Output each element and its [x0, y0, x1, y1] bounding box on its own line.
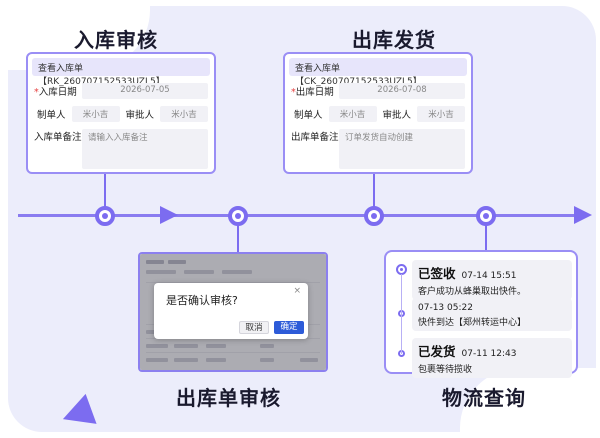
background-cutout [460, 368, 600, 438]
connector-line [104, 174, 106, 210]
timeline-arrow-icon [160, 206, 178, 224]
timeline-node [476, 206, 496, 226]
confirm-button[interactable]: 确定 [274, 321, 304, 334]
inbound-creator-label: 制单人 [36, 110, 66, 121]
close-icon[interactable]: × [293, 286, 301, 296]
table-cell [300, 358, 318, 362]
connector-line [373, 174, 375, 210]
table-cell [146, 260, 164, 264]
table-cell [184, 270, 214, 274]
outbound-ship-title: 出库发货 [352, 28, 436, 52]
dialog-message: 是否确认审核? [166, 294, 238, 307]
outbound-remark-label: 出库单备注 [291, 132, 339, 143]
outbound-creator-field[interactable]: 米小吉 [328, 106, 377, 122]
tracking-description: 客户成功从蜂巢取出快件。 [418, 287, 527, 297]
outbound-date-field[interactable]: 2026-07-08 [339, 83, 465, 99]
table-cell [146, 344, 168, 348]
tracking-timeline-line [401, 274, 402, 354]
timeline-node [95, 206, 115, 226]
tracking-item: 07-13 05:22 快件到达【郑州转运中心】 [412, 298, 572, 331]
table-row [146, 282, 320, 283]
outbound-remark-field[interactable]: 订单发货自动创建 [339, 129, 465, 169]
cancel-button[interactable]: 取消 [239, 321, 269, 334]
connector-line [237, 222, 239, 252]
tracking-status: 已签收 [418, 266, 456, 281]
outbound-approver-label: 审批人 [382, 110, 411, 121]
table-cell [206, 358, 226, 362]
timeline-arrow-icon [574, 206, 592, 224]
tracking-description: 包裹等待揽收 [418, 365, 473, 375]
logistics-query-title: 物流查询 [442, 386, 526, 410]
table-cell [174, 344, 198, 348]
outbound-order-header: 查看入库单【CK_260707152533UZL5】 [289, 58, 467, 87]
inbound-order-header: 查看入库单【RK_260707152533UZL5】 [32, 58, 210, 87]
table-cell [146, 270, 176, 274]
timeline-axis [18, 214, 578, 217]
outbound-approver-field[interactable]: 米小吉 [417, 106, 465, 122]
inbound-review-title: 入库审核 [74, 28, 158, 52]
outbound-order-card: 查看入库单【CK_260707152533UZL5】 *出库日期 2026-07… [283, 52, 473, 174]
inbound-date-label: *入库日期 [34, 87, 77, 98]
inbound-approver-field[interactable]: 米小吉 [160, 106, 208, 122]
logistics-tracking-card: 已签收 07-14 15:51 客户成功从蜂巢取出快件。 07-13 05:22 … [384, 250, 578, 378]
table-cell [174, 358, 198, 362]
inbound-approver-label: 审批人 [125, 110, 154, 121]
confirm-review-dialog: 是否确认审核? × 取消 确定 [154, 283, 308, 339]
tracking-time: 07-13 05:22 [418, 303, 473, 313]
tracking-item: 已签收 07-14 15:51 客户成功从蜂巢取出快件。 [412, 260, 572, 300]
connector-line [485, 222, 487, 250]
table-cell [260, 358, 274, 362]
tracking-status: 已发货 [418, 344, 456, 359]
table-cell [222, 270, 252, 274]
inbound-remark-label: 入库单备注 [34, 132, 82, 143]
outbound-date-label: *出库日期 [291, 87, 334, 98]
table-row [146, 352, 320, 353]
tracking-description: 快件到达【郑州转运中心】 [418, 318, 527, 328]
inbound-remark-field[interactable]: 请输入入库备注 [82, 129, 208, 169]
table-cell [168, 260, 186, 264]
tracking-time: 07-14 15:51 [461, 271, 517, 281]
timeline-node [228, 206, 248, 226]
inbound-order-card: 查看入库单【RK_260707152533UZL5】 *入库日期 2026-07… [26, 52, 216, 174]
outbound-creator-label: 制单人 [293, 110, 323, 121]
inbound-creator-field[interactable]: 米小吉 [71, 106, 120, 122]
tracking-item: 已发货 07-11 12:43 包裹等待揽收 [412, 338, 572, 378]
table-cell [260, 344, 274, 348]
tracking-time: 07-11 12:43 [461, 349, 517, 359]
table-cell [146, 358, 168, 362]
timeline-node [364, 206, 384, 226]
inbound-date-field[interactable]: 2026-07-05 [82, 83, 208, 99]
outbound-review-title: 出库单审核 [176, 386, 281, 410]
table-cell [206, 344, 226, 348]
